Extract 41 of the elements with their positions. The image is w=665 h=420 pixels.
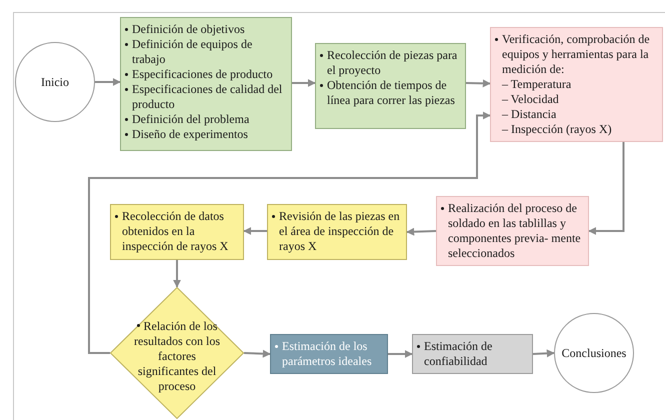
process-box <box>110 204 244 260</box>
arrow <box>88 112 491 354</box>
list-item-text: Diseño de experimentos <box>132 127 248 142</box>
arrow <box>243 227 267 235</box>
list-item-text: Especificaciones de producto <box>132 67 273 82</box>
arrow <box>588 142 624 235</box>
list-item-text: – Temperatura <box>502 77 572 92</box>
arrow <box>95 78 121 86</box>
process-box <box>412 334 533 374</box>
decision-diamond <box>110 287 244 419</box>
list-item-text: Revisión de las piezas en el área de inspección de rayos X <box>279 209 401 254</box>
list-item-text: – Velocidad <box>502 92 559 107</box>
arrow <box>244 350 271 358</box>
list-item-text: Obtención de tiempos de línea para correr las piezas <box>327 78 456 108</box>
terminal-label: Conclusiones <box>562 346 626 360</box>
process-box <box>436 196 589 266</box>
decision-text: Relación de los resultados con los factores significantes del proceso <box>133 319 221 394</box>
list-item-text: Recolección de piezas para el proyecto <box>327 48 458 78</box>
process-box <box>267 204 407 260</box>
list-item-text: Estimación de confiabilidad <box>424 339 494 369</box>
arrow <box>532 349 555 358</box>
process-box <box>315 43 466 129</box>
list-item-text: – Inspección (rayos X) <box>502 122 612 137</box>
arrow <box>406 228 436 236</box>
arrow <box>388 350 413 358</box>
list-item-text: Recolección de datos obtenidos en la inspección de rayos X <box>122 209 230 254</box>
arrow <box>466 79 491 88</box>
list-item-text: Definición de equipos de trabajo <box>132 37 254 67</box>
arrow <box>173 260 181 288</box>
list-item-text: Realización del proceso de soldado en las tablillas y componentes previa- mente seleccionados <box>448 201 582 261</box>
list-item-text: Verificación, comprobación de equipos y herramientas para la medición de: <box>502 32 651 77</box>
terminal-label: Inicio <box>41 74 69 90</box>
list-item-text: Definición de objetivos <box>132 22 245 37</box>
process-box <box>490 27 663 142</box>
list-item-text: – Distancia <box>502 107 556 122</box>
list-item-text: Especificaciones de calidad del producto <box>132 82 284 112</box>
list-item-text: Definición del problema <box>132 112 250 127</box>
process-box <box>120 17 292 151</box>
arrow <box>292 79 316 87</box>
process-box <box>270 334 388 374</box>
list-item-text: Estimación de los parámetros ideales <box>282 339 373 369</box>
